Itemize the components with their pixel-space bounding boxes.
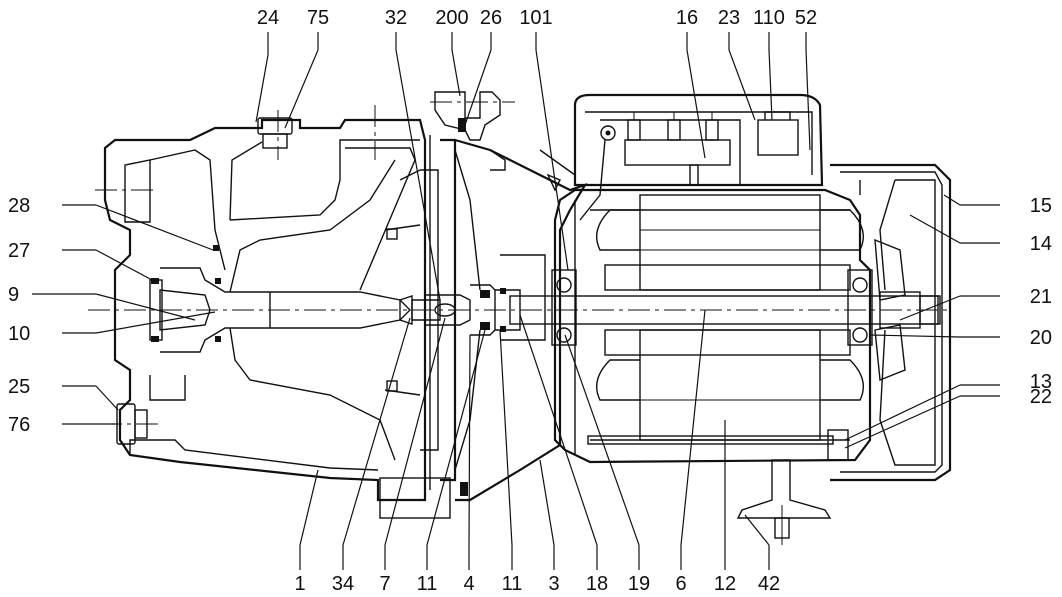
label-left: 25 bbox=[8, 376, 30, 398]
label-bottom: 42 bbox=[758, 573, 780, 595]
winding-right-top bbox=[820, 209, 864, 251]
motor-housing bbox=[509, 188, 941, 545]
label-top: 32 bbox=[385, 7, 407, 29]
fan-cover bbox=[830, 163, 952, 482]
pump-body bbox=[103, 117, 451, 519]
shaft bbox=[509, 295, 941, 325]
label-right: 20 bbox=[1030, 327, 1052, 349]
label-bottom: 11 bbox=[417, 573, 438, 595]
stator-bottom bbox=[639, 329, 821, 441]
rear-bearing bbox=[847, 269, 873, 346]
label-bottom: 7 bbox=[379, 573, 390, 595]
stator-top bbox=[639, 194, 821, 291]
label-right: 15 bbox=[1030, 195, 1052, 217]
label-top: 101 bbox=[519, 7, 552, 29]
drain-plug-thread bbox=[134, 409, 148, 439]
label-top: 110 bbox=[753, 7, 785, 29]
label-top: 16 bbox=[676, 7, 698, 29]
part-number-labels: 24 75 32 200 26 101 16 23 110 52 1 34 7 … bbox=[8, 7, 1052, 595]
label-top: 23 bbox=[718, 7, 740, 29]
label-top: 75 bbox=[307, 7, 329, 29]
label-bottom: 19 bbox=[628, 573, 650, 595]
rotor-top bbox=[604, 264, 851, 291]
tie-rod-nut bbox=[827, 429, 849, 461]
winding-right-bottom bbox=[820, 359, 864, 401]
motor-adapter bbox=[454, 138, 588, 502]
tie-rod bbox=[587, 435, 834, 445]
label-right: 21 bbox=[1030, 286, 1052, 308]
winding-left-bottom bbox=[596, 359, 640, 401]
cooling-fan bbox=[874, 238, 939, 381]
label-top: 26 bbox=[480, 7, 502, 29]
impeller-assembly bbox=[384, 91, 521, 496]
label-bottom: 34 bbox=[332, 573, 354, 595]
label-bottom: 1 bbox=[294, 573, 305, 595]
lead-wire bbox=[579, 139, 606, 221]
rotor-bottom bbox=[604, 329, 851, 356]
ejector-nozzle bbox=[159, 289, 211, 331]
label-top: 52 bbox=[795, 7, 817, 29]
label-bottom: 6 bbox=[675, 573, 686, 595]
label-right: 13 bbox=[1030, 371, 1052, 393]
label-bottom: 18 bbox=[586, 573, 608, 595]
label-left: 10 bbox=[8, 323, 30, 345]
terminal-block bbox=[624, 112, 731, 186]
label-bottom: 3 bbox=[548, 573, 559, 595]
vent-plug-thread bbox=[262, 133, 288, 149]
label-left: 28 bbox=[8, 195, 30, 217]
leader-lines bbox=[32, 32, 1000, 570]
terminal-box bbox=[573, 93, 824, 221]
capacitor bbox=[757, 111, 799, 156]
label-top: 200 bbox=[435, 7, 468, 29]
label-left: 76 bbox=[8, 414, 30, 436]
label-left: 9 bbox=[8, 284, 19, 306]
motor-foot bbox=[736, 459, 832, 519]
label-top: 24 bbox=[257, 7, 279, 29]
front-bearing bbox=[551, 269, 577, 346]
winding-left-top bbox=[596, 209, 640, 251]
lifting-bracket bbox=[434, 91, 501, 141]
label-bottom: 11 bbox=[502, 573, 523, 595]
label-left: 27 bbox=[8, 240, 30, 262]
label-bottom: 12 bbox=[714, 573, 736, 595]
label-right: 14 bbox=[1030, 233, 1052, 255]
label-bottom: 4 bbox=[463, 573, 474, 595]
label-right: 22 bbox=[1030, 386, 1052, 408]
ground-screw bbox=[600, 125, 616, 141]
